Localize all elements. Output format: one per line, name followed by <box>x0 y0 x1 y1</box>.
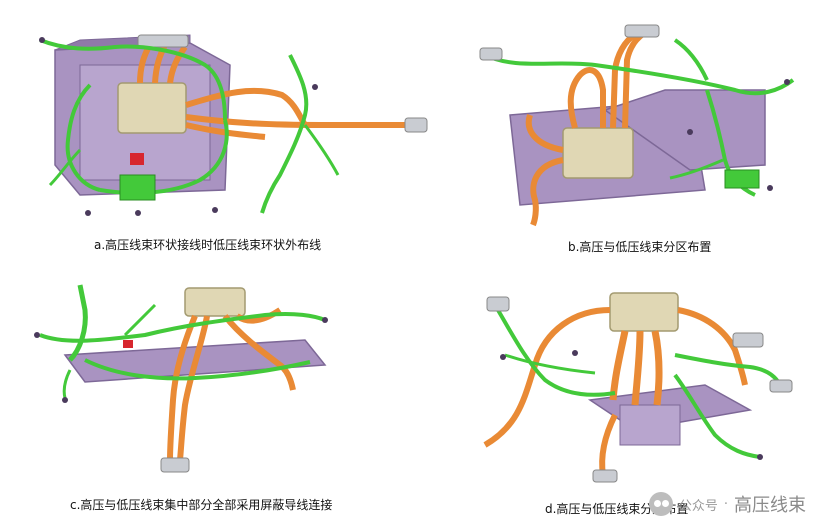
hv-cable <box>483 307 611 448</box>
housing <box>603 89 766 171</box>
terminal <box>62 397 68 403</box>
watermark: 公众号 · 高压线束 <box>648 491 806 517</box>
lv-harness <box>62 369 72 399</box>
terminal <box>85 210 91 216</box>
panel-a-caption: a.高压线束环状接线时低压线束环状外布线 <box>94 238 322 252</box>
junction-module <box>562 127 634 179</box>
lv-harness <box>123 303 157 337</box>
terminal <box>757 454 763 460</box>
panel-b-caption: b.高压与低压线束分区布置 <box>568 240 712 254</box>
hv-cable <box>651 330 663 406</box>
connector <box>769 379 793 393</box>
hv-cable <box>167 45 188 84</box>
lv-harness <box>673 38 709 81</box>
hv-cable <box>599 413 618 476</box>
lv-harness <box>68 284 88 362</box>
terminal <box>312 84 318 90</box>
terminal <box>687 129 693 135</box>
red-connector <box>130 153 144 165</box>
panel-c <box>25 280 335 480</box>
terminal <box>39 37 45 43</box>
watermark-separator: · <box>723 496 728 512</box>
panel-d-illustration <box>483 292 793 483</box>
junction-module <box>184 287 246 317</box>
panel-b <box>475 20 805 230</box>
lv-harness <box>484 53 795 96</box>
panel-a-illustration <box>39 34 428 216</box>
watermark-name: 高压线束 <box>734 495 806 516</box>
lv-bracket <box>724 169 760 189</box>
lv-harness <box>504 353 596 375</box>
lv-harness <box>673 373 761 459</box>
hv-cable <box>525 114 564 153</box>
hv-cable <box>177 315 210 461</box>
terminal <box>500 354 506 360</box>
inner-plate <box>619 404 681 446</box>
hv-cable <box>609 330 629 401</box>
watermark-source: 公众号 <box>678 498 718 514</box>
hv-cable <box>167 314 198 461</box>
hv-cable <box>530 157 564 227</box>
hv-cable <box>152 43 168 84</box>
hv-cable <box>677 307 748 386</box>
lv-harness <box>303 124 340 176</box>
junction-module <box>609 292 679 332</box>
connector <box>486 296 510 312</box>
panel-c-illustration <box>34 284 328 473</box>
panel-b-illustration <box>479 24 795 227</box>
connector <box>624 24 660 38</box>
connector <box>404 117 428 133</box>
lv-bracket <box>119 174 156 201</box>
lv-harness <box>84 358 311 381</box>
hv-cable <box>222 314 296 391</box>
lv-harness <box>674 353 782 386</box>
lv-harness <box>260 54 309 214</box>
panel-c-caption: c.高压与低压线束集中部分全部采用屏蔽导线连接 <box>70 498 333 512</box>
red-connector <box>123 340 133 348</box>
terminal <box>34 332 40 338</box>
hv-cable <box>185 114 412 128</box>
connector <box>732 332 764 348</box>
terminal <box>322 317 328 323</box>
connector <box>479 47 503 61</box>
terminal <box>212 207 218 213</box>
terminal <box>767 185 773 191</box>
connector <box>592 469 618 483</box>
hv-cable <box>185 87 308 127</box>
hv-cable <box>185 122 266 140</box>
hv-cable <box>567 67 606 129</box>
connector <box>160 457 190 473</box>
terminal <box>135 210 141 216</box>
lv-harness <box>493 303 616 397</box>
lv-harness <box>669 158 724 180</box>
junction-module <box>117 82 187 134</box>
wechat-icon <box>648 492 673 516</box>
panel-d <box>475 285 795 485</box>
lv-harness <box>39 311 326 343</box>
lv-harness <box>39 38 227 121</box>
panel-a <box>20 25 440 225</box>
terminal <box>572 350 578 356</box>
lv-harness <box>48 148 82 187</box>
lv-harness <box>65 83 101 192</box>
terminal <box>784 79 790 85</box>
hv-cable <box>631 330 644 406</box>
connector <box>137 34 189 48</box>
